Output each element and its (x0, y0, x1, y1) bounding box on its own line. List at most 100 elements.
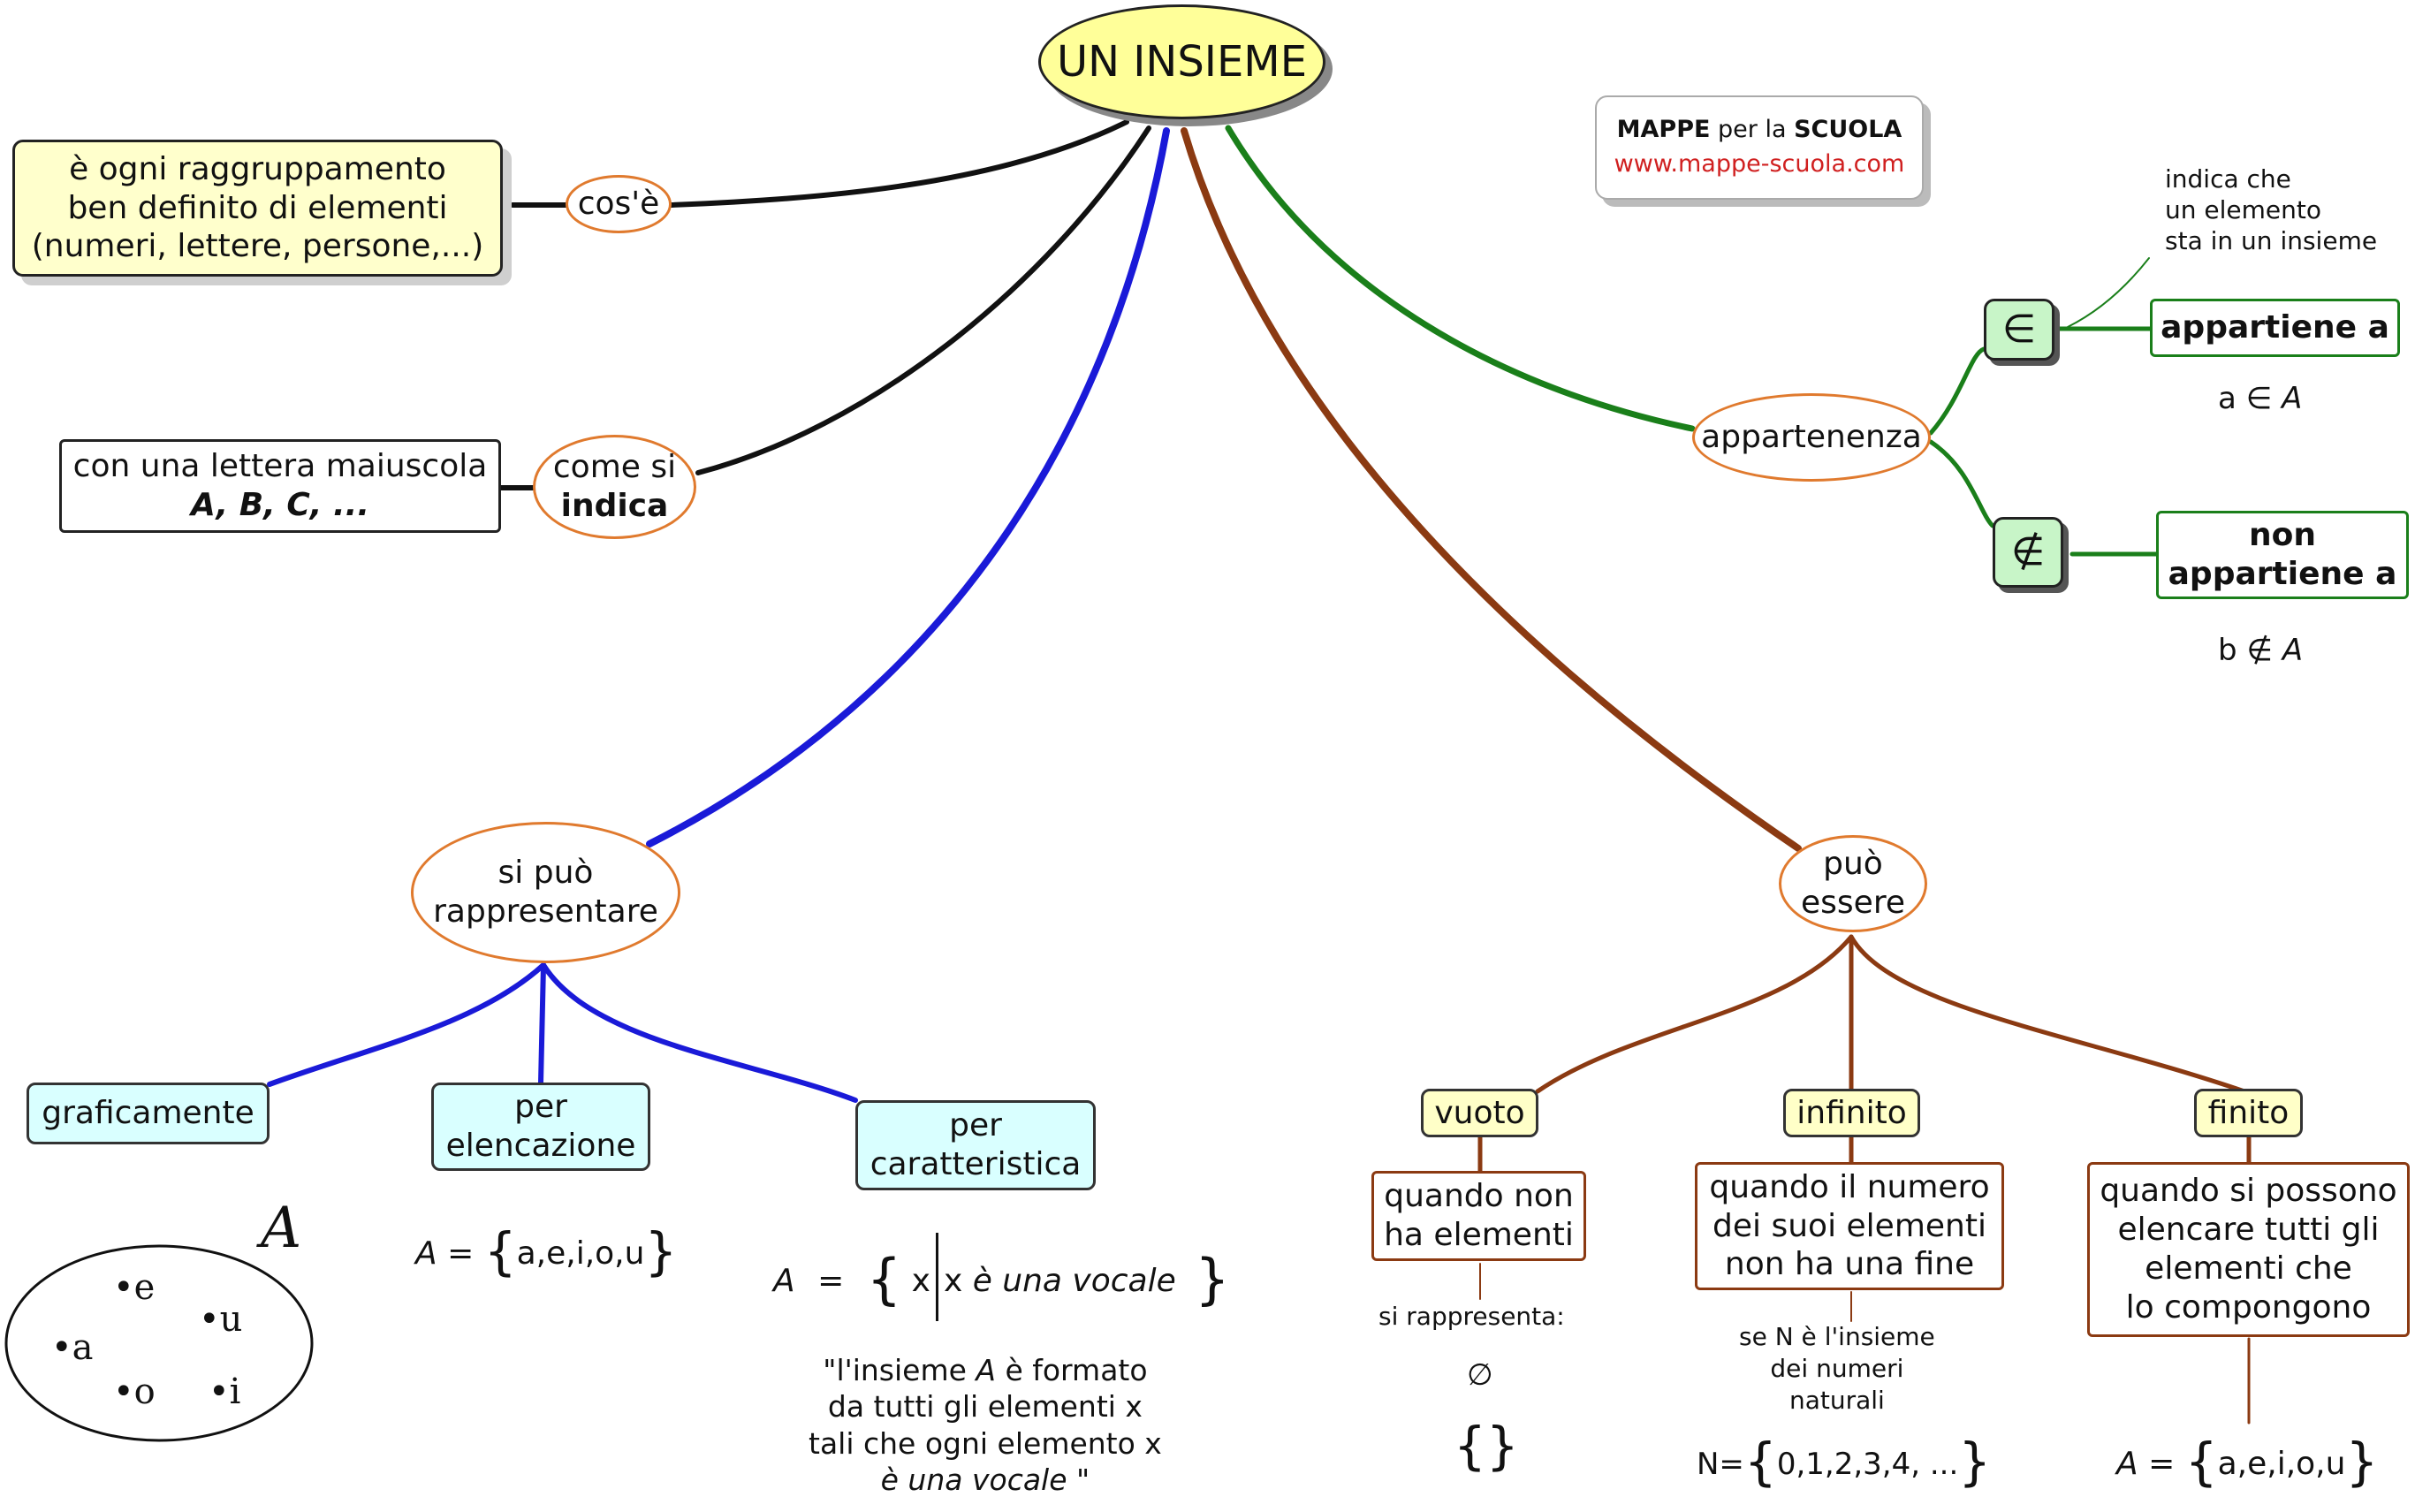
indica-text: con una lettera maiuscola (72, 448, 488, 485)
venn-ellipse (4, 1244, 314, 1442)
line-cose (669, 119, 1129, 208)
title-text: UN INSIEME (1056, 36, 1308, 87)
infinito-box: infinito (1783, 1089, 1920, 1137)
in-symbol-box: ∈ (1984, 299, 2054, 361)
infinito-desc-box: quando il numero dei suoi elementi non h… (1695, 1162, 2004, 1290)
appartenenza-note: indica che un elemento sta in un insieme (2165, 163, 2377, 256)
logo-box[interactable]: MAPPE per la SCUOLA www.mappe-scuola.com (1595, 95, 1924, 200)
graficamente-label: graficamente (42, 1095, 254, 1132)
elencazione-box: per elencazione (431, 1083, 650, 1171)
venn-element: •e (113, 1267, 156, 1308)
line-notin (1928, 439, 1995, 528)
rappresentare-label-b: rappresentare (433, 893, 658, 930)
desc-line: lo compongono (2125, 1288, 2372, 1326)
notin-label-a: non (2249, 517, 2316, 554)
in-label-box: appartiene a (2150, 299, 2400, 357)
notin-label-b: appartiene a (2168, 556, 2397, 592)
definition-line: (numeri, lettere, persone,...) (31, 228, 484, 265)
indica-letters: A, B, C, ... (190, 487, 370, 523)
note-line: indica che (2165, 164, 2291, 194)
finito-label: finito (2207, 1094, 2290, 1131)
infinito-formula: N={0,1,2,3,4, ...} (1697, 1432, 1992, 1492)
infinito-label: infinito (1796, 1094, 1907, 1131)
line-in (1928, 346, 1986, 436)
rappresentare-label-a: si può (497, 855, 594, 892)
empty-braces: {} (1454, 1416, 1519, 1476)
graficamente-box: graficamente (27, 1083, 270, 1144)
line-rappresentare (646, 127, 1170, 847)
note-line: dei numeri (1770, 1353, 1904, 1383)
desc-line: non ha una fine (1724, 1246, 1975, 1283)
desc-line: quando si possono (2100, 1173, 2397, 1210)
elencazione-formula: A = {a,e,i,o,u} (415, 1221, 678, 1281)
desc-line: ha elementi (1384, 1217, 1574, 1253)
notin-symbol: ∉ (2010, 529, 2046, 575)
note-line: sta in un insieme (2165, 226, 2378, 255)
note-line: un elemento (2165, 195, 2321, 224)
desc-line: quando non (1384, 1178, 1574, 1215)
in-example: a ∈ A (2218, 381, 2303, 416)
vuoto-label: vuoto (1434, 1094, 1525, 1131)
in-symbol: ∈ (2001, 307, 2037, 353)
note-line: è una vocale " (880, 1462, 1090, 1497)
definition-line: ben definito di elementi (67, 189, 448, 226)
note-line: se N è l'insieme (1739, 1322, 1935, 1351)
desc-line: dei suoi elementi (1713, 1207, 1986, 1244)
definition-box: è ogni raggruppamento ben definito di el… (12, 140, 503, 277)
essere-node: può essere (1779, 835, 1927, 932)
cose-node: cos'è (566, 175, 672, 233)
desc-line: quando il numero (1709, 1168, 1990, 1205)
infinito-note: se N è l'insieme dei numeri naturali (1739, 1321, 1935, 1416)
rappresentare-node: si può rappresentare (411, 822, 680, 963)
empty-set-symbol: ∅ (1467, 1357, 1493, 1393)
logo-url[interactable]: www.mappe-scuola.com (1614, 150, 1905, 178)
cose-label: cos'è (577, 186, 660, 223)
appartenenza-node: appartenenza (1692, 393, 1931, 482)
desc-line: elencare tutti gli (2117, 1212, 2380, 1249)
notin-label-box: non appartiene a (2156, 511, 2409, 599)
caratteristica-box: per caratteristica (855, 1100, 1096, 1190)
venn-element: •o (113, 1371, 156, 1412)
finito-box: finito (2194, 1089, 2303, 1137)
line-elencazione (538, 962, 546, 1085)
finito-formula: A = {a,e,i,o,u} (2116, 1432, 2379, 1492)
vuoto-note: si rappresenta: (1378, 1302, 1565, 1331)
caratteristica-note: "l'insieme A è formato da tutti gli elem… (809, 1352, 1162, 1498)
definition-line: è ogni raggruppamento (69, 150, 446, 187)
indica-definition-box: con una lettera maiuscola A, B, C, ... (59, 439, 501, 533)
elencazione-label-b: elencazione (445, 1128, 636, 1164)
appartenenza-label: appartenenza (1701, 419, 1922, 456)
essere-label-a: può (1823, 846, 1883, 883)
indica-label-b: indica (560, 488, 669, 524)
line-caratteristica (541, 962, 858, 1103)
finito-desc-box: quando si possono elencare tutti gli ele… (2087, 1162, 2410, 1337)
indica-label-a: come si (552, 449, 677, 486)
line-vuoto (1535, 934, 1854, 1094)
such-that-bar (935, 1233, 938, 1321)
venn-element: •i (209, 1371, 241, 1412)
note-line: tali che ogni elemento x (809, 1425, 1162, 1461)
line-in-note (2067, 257, 2150, 328)
line-finito (1849, 934, 2247, 1094)
vuoto-box: vuoto (1421, 1089, 1538, 1137)
venn-label: A (261, 1196, 302, 1261)
venn-element: •u (199, 1299, 243, 1340)
notin-symbol-box: ∉ (1993, 517, 2063, 588)
line-essere (1181, 127, 1802, 852)
line-appartenenza (1225, 125, 1696, 432)
desc-line: elementi che (2145, 1250, 2352, 1287)
title-node: UN INSIEME (1038, 4, 1325, 119)
caratteristica-label-a: per (949, 1107, 1002, 1144)
caratteristica-label-b: caratteristica (870, 1146, 1082, 1182)
note-line: "l'insieme A è formato (823, 1353, 1148, 1387)
line-indica (695, 125, 1151, 475)
logo-title: MAPPE per la SCUOLA (1616, 116, 1902, 144)
note-line: naturali (1788, 1385, 1885, 1415)
notin-example: b ∉ A (2218, 633, 2304, 668)
essere-label-b: essere (1801, 885, 1905, 921)
line-graficamente (267, 962, 546, 1087)
venn-element: •a (51, 1327, 94, 1368)
note-line: da tutti gli elementi x (827, 1389, 1143, 1425)
